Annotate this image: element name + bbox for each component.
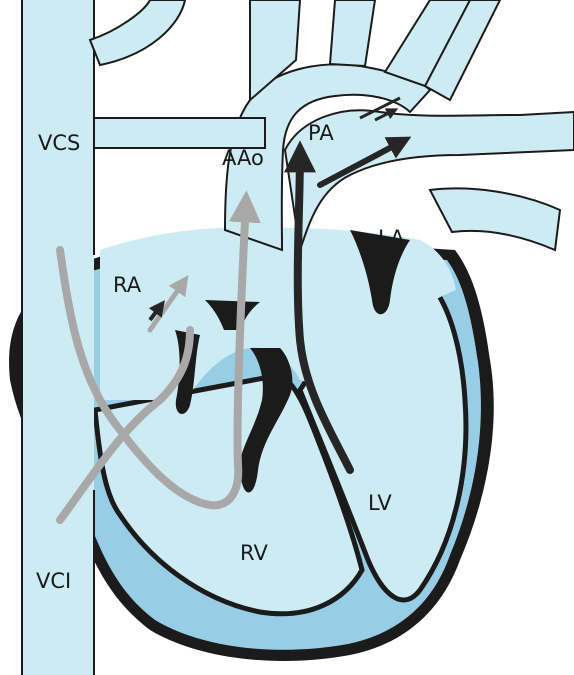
label-lv: LV xyxy=(368,491,392,515)
horizontal-band xyxy=(94,118,265,148)
label-rv: RV xyxy=(240,541,268,565)
label-ra: RA xyxy=(113,273,142,297)
top-left-vessel xyxy=(90,0,185,65)
label-aao: AAo xyxy=(222,146,264,170)
label-pa: PA xyxy=(308,121,334,145)
label-vcs: VCS xyxy=(38,131,80,155)
label-la: LA xyxy=(378,226,405,250)
pulmonary-vein-right xyxy=(430,188,560,250)
label-vci: VCI xyxy=(36,569,71,593)
